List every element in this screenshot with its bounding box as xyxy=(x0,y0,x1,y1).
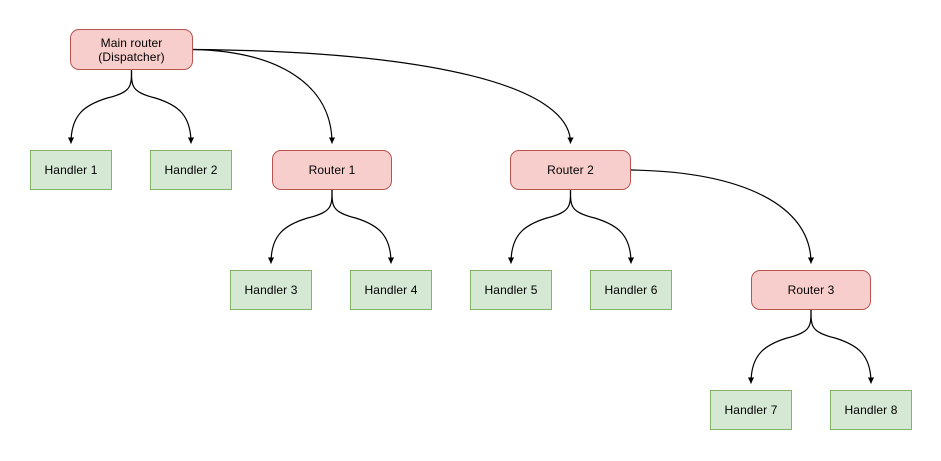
edge-connector xyxy=(67,69,133,144)
node-main-router[interactable]: Main router (Dispatcher) xyxy=(70,29,193,70)
node-label: Handler 5 xyxy=(484,283,538,297)
edge-connector xyxy=(747,309,812,384)
node-label: Router 1 xyxy=(308,163,356,177)
edge-connector xyxy=(267,189,333,264)
node-handler-4[interactable]: Handler 4 xyxy=(350,270,432,310)
node-handler-2[interactable]: Handler 2 xyxy=(150,150,232,190)
node-label: Handler 4 xyxy=(364,283,418,297)
edge-connector xyxy=(192,48,336,144)
edge-connector xyxy=(507,189,572,264)
edge-connector xyxy=(331,189,395,264)
node-handler-1[interactable]: Handler 1 xyxy=(30,150,112,190)
node-handler-8[interactable]: Handler 8 xyxy=(830,390,912,430)
node-router-3[interactable]: Router 3 xyxy=(751,270,871,310)
node-handler-6[interactable]: Handler 6 xyxy=(590,270,672,310)
node-handler-7[interactable]: Handler 7 xyxy=(710,390,792,430)
node-label: Handler 3 xyxy=(244,283,298,297)
edge-connector xyxy=(810,309,875,384)
node-handler-3[interactable]: Handler 3 xyxy=(230,270,312,310)
node-label: Handler 7 xyxy=(724,403,778,417)
node-label: Handler 6 xyxy=(604,283,658,297)
node-label: Router 2 xyxy=(547,163,594,177)
node-label: Main router (Dispatcher) xyxy=(98,35,165,64)
edge-connector xyxy=(630,169,815,264)
node-handler-5[interactable]: Handler 5 xyxy=(470,270,552,310)
node-router-2[interactable]: Router 2 xyxy=(510,150,631,190)
node-label: Handler 2 xyxy=(164,163,218,177)
edge-connector xyxy=(192,48,574,144)
node-label: Router 3 xyxy=(787,283,835,297)
edge-connector xyxy=(130,69,195,144)
edge-connector xyxy=(569,189,635,264)
node-router-1[interactable]: Router 1 xyxy=(272,150,392,190)
node-label: Handler 1 xyxy=(44,163,98,177)
node-label: Handler 8 xyxy=(844,403,898,417)
